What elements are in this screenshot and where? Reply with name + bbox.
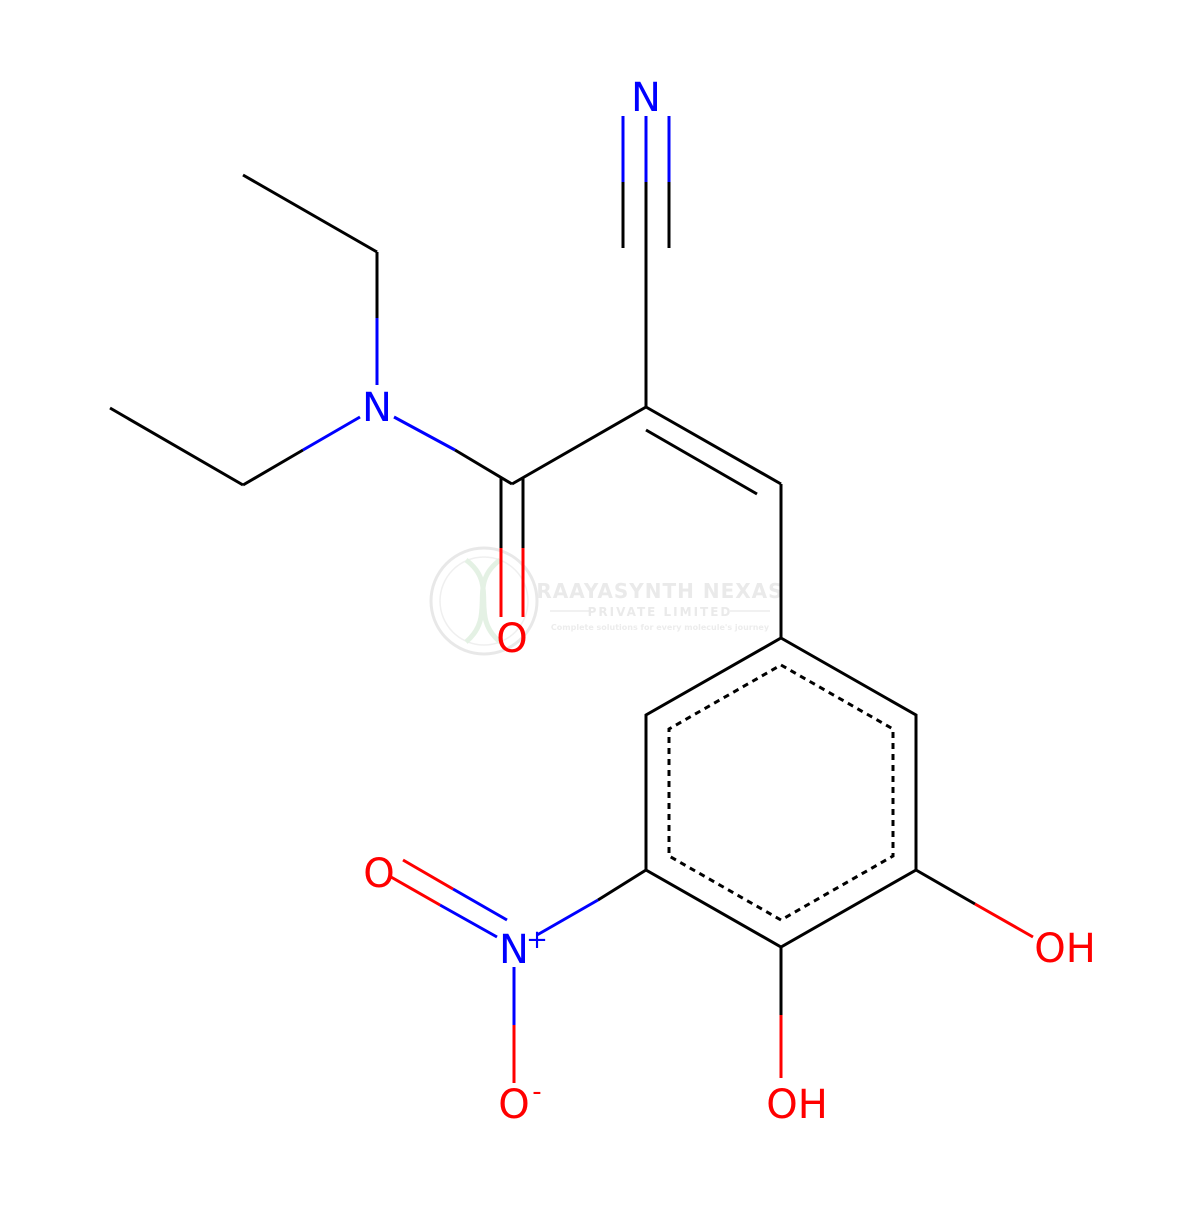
watermark-tagline: Complete solutions for every molecule's … (551, 623, 770, 632)
atom-nitro-o-double: O (363, 851, 394, 897)
bond-nitro-double-2-red (402, 858, 454, 891)
bond-ethyl2-cn-black (242, 448, 304, 487)
bond-nitro-double-2-blue (452, 887, 508, 922)
atom-hydroxyl-4: OH (766, 1082, 828, 1128)
bond-c3-oh-black (915, 868, 976, 906)
aromatic-ring-inner-dashed (667, 663, 895, 922)
bond-alkene-outer (645, 405, 782, 486)
charge-nitro-n-plus: + (526, 925, 548, 955)
bond-c-calpha (511, 405, 647, 486)
aromatic-ring-outer (644, 636, 918, 949)
bond-ethyl2-cn-blue (302, 415, 361, 452)
watermark-title: RAAYASYNTH NEXAS (536, 579, 783, 603)
bond-nitro-double-1-blue (439, 903, 498, 939)
watermark: RAAYASYNTH NEXAS PRIVATE LIMITED Complet… (429, 546, 783, 656)
atom-carbonyl-o: O (496, 616, 527, 662)
bonds (109, 116, 1034, 1083)
atom-labels: N N O O N + O - OH OH (362, 75, 1096, 1128)
atom-nitro-n: N (499, 927, 529, 973)
bond-ethyl1-cc (242, 173, 378, 254)
watermark-subtitle: PRIVATE LIMITED (588, 605, 733, 619)
atom-nitro-o-minus: O (498, 1082, 529, 1128)
bond-ring-nitro-black (597, 868, 647, 902)
charge-nitro-o-minus: - (532, 1077, 541, 1107)
atom-hydroxyl-3: OH (1034, 926, 1096, 972)
watermark-logo-circle (429, 546, 539, 656)
bond-amide-nc-black (454, 448, 513, 486)
bond-nitro-double-1-red (390, 875, 441, 907)
atom-amide-n: N (362, 385, 392, 431)
bond-alkene-inner (645, 428, 758, 496)
bond-ring-nitro-blue (536, 898, 599, 937)
bond-amide-nc-blue (393, 415, 456, 452)
bond-c3-oh-red (974, 902, 1034, 939)
watermark-helix-icon (464, 557, 502, 644)
atom-nitrile-n: N (631, 75, 661, 121)
watermark-logo-inner (439, 556, 529, 646)
bond-ethyl2-cc (109, 406, 244, 487)
